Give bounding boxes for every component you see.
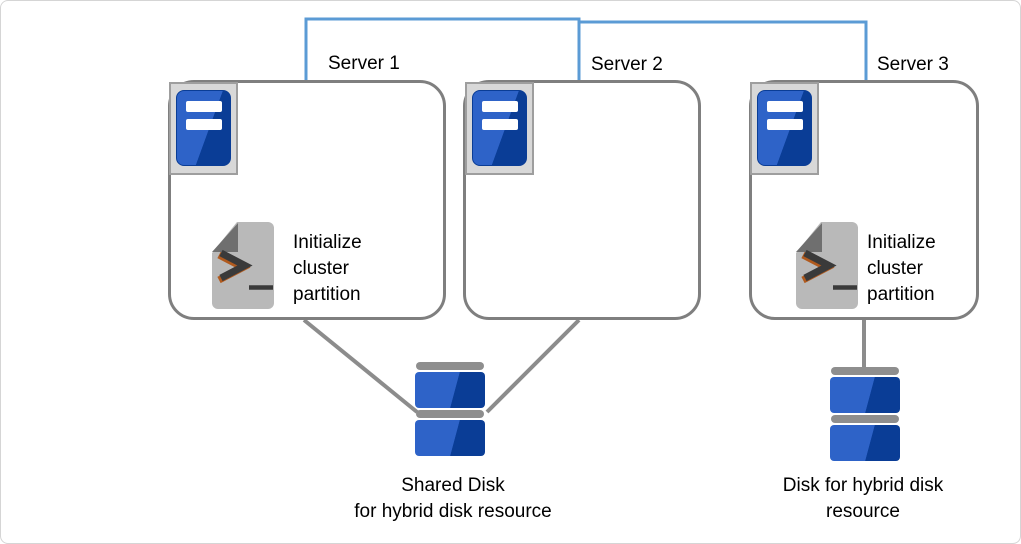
- server-tower-icon: [750, 82, 819, 175]
- disk-platter: [415, 420, 485, 456]
- server-drive-bay: [482, 119, 518, 130]
- server-drive-bay: [186, 101, 222, 112]
- script-prompt-glyph: [217, 249, 273, 290]
- server-tower-front: [757, 90, 812, 166]
- network-line-server2-server3: [579, 20, 868, 81]
- server-tower-icon: [169, 82, 238, 175]
- server2-box: [463, 80, 701, 320]
- server-tower-icon: [465, 82, 534, 175]
- disk-cap: [416, 410, 484, 418]
- server1-script-note: Initialize cluster partition: [293, 232, 362, 305]
- shared-disk-label: Shared Disk for hybrid disk resource: [354, 475, 552, 522]
- server-tower-front: [176, 90, 231, 166]
- hybrid-disk-stack-icon: [830, 367, 900, 461]
- connector-line-server2-shared-disk: [485, 318, 581, 414]
- disk-cap: [831, 367, 899, 375]
- disk-cap: [831, 415, 899, 423]
- server2-label: Server 2: [591, 54, 663, 75]
- disk-platter: [830, 425, 900, 461]
- server3-label: Server 3: [877, 54, 949, 75]
- connector-line-server1-shared-disk: [302, 318, 419, 414]
- disk-platter: [415, 372, 485, 408]
- server-drive-bay: [186, 119, 222, 130]
- server-tower-front: [472, 90, 527, 166]
- server-drive-bay: [482, 101, 518, 112]
- shell-script-file-icon: [212, 222, 274, 309]
- server1-label: Server 1: [328, 53, 400, 74]
- network-line-server1-server2: [304, 17, 581, 81]
- hybrid-disk-label: Disk for hybrid disk resource: [782, 475, 944, 522]
- script-prompt-glyph: [801, 249, 857, 290]
- server3-script-note: Initialize cluster partition: [867, 232, 936, 305]
- server-drive-bay: [767, 119, 803, 130]
- server-drive-bay: [767, 101, 803, 112]
- disk-cap: [416, 362, 484, 370]
- shell-script-file-icon: [796, 222, 858, 309]
- disk-platter: [830, 377, 900, 413]
- shared-disk-stack-icon: [415, 362, 485, 456]
